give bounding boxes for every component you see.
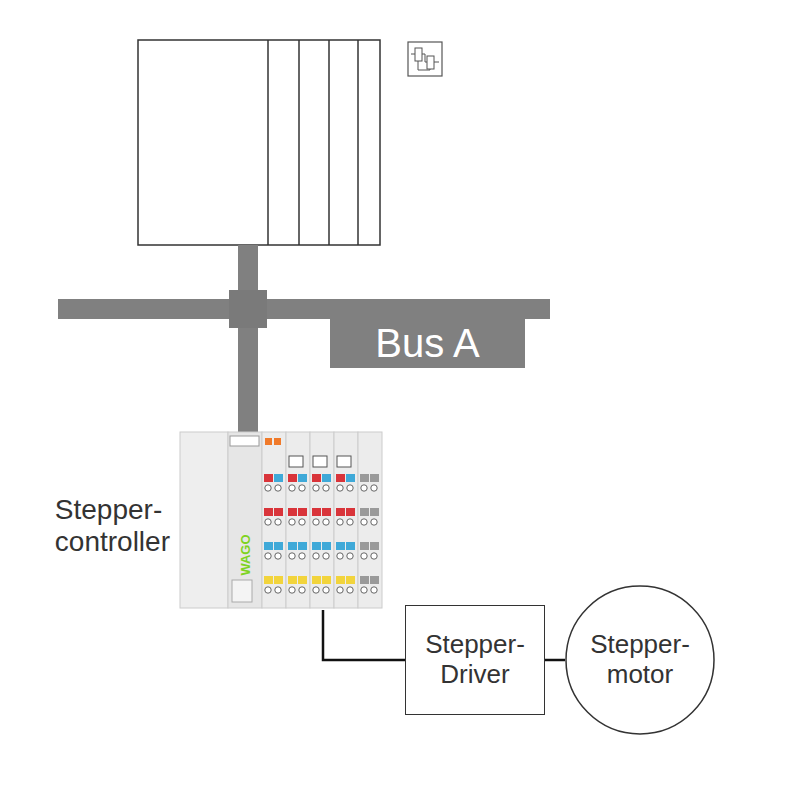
stepper-controller-device	[180, 432, 382, 608]
node-label: Stepper- controller	[55, 494, 170, 558]
bus-junction	[229, 290, 267, 328]
module-divider	[328, 40, 330, 245]
plc-rack	[138, 40, 380, 245]
module-divider	[298, 40, 300, 245]
node-label: Stepper- Driver	[425, 630, 525, 690]
function-block-icon	[408, 42, 442, 76]
brand-logo: WAGO	[238, 534, 253, 575]
node-label: Stepper- motor	[590, 630, 690, 690]
signal-wire	[545, 659, 565, 662]
stepper-controller: Stepper- controller	[180, 430, 380, 610]
bus-name: Bus A	[375, 320, 480, 366]
bus-stem	[238, 245, 258, 432]
motor-circle: Stepper- motor	[565, 585, 715, 735]
bus-label: Bus A	[330, 318, 525, 368]
signal-wire	[323, 610, 405, 660]
module-divider	[267, 40, 269, 245]
module-divider	[357, 40, 359, 245]
bus-line	[58, 299, 550, 319]
driver-box: Stepper- Driver	[405, 605, 545, 715]
